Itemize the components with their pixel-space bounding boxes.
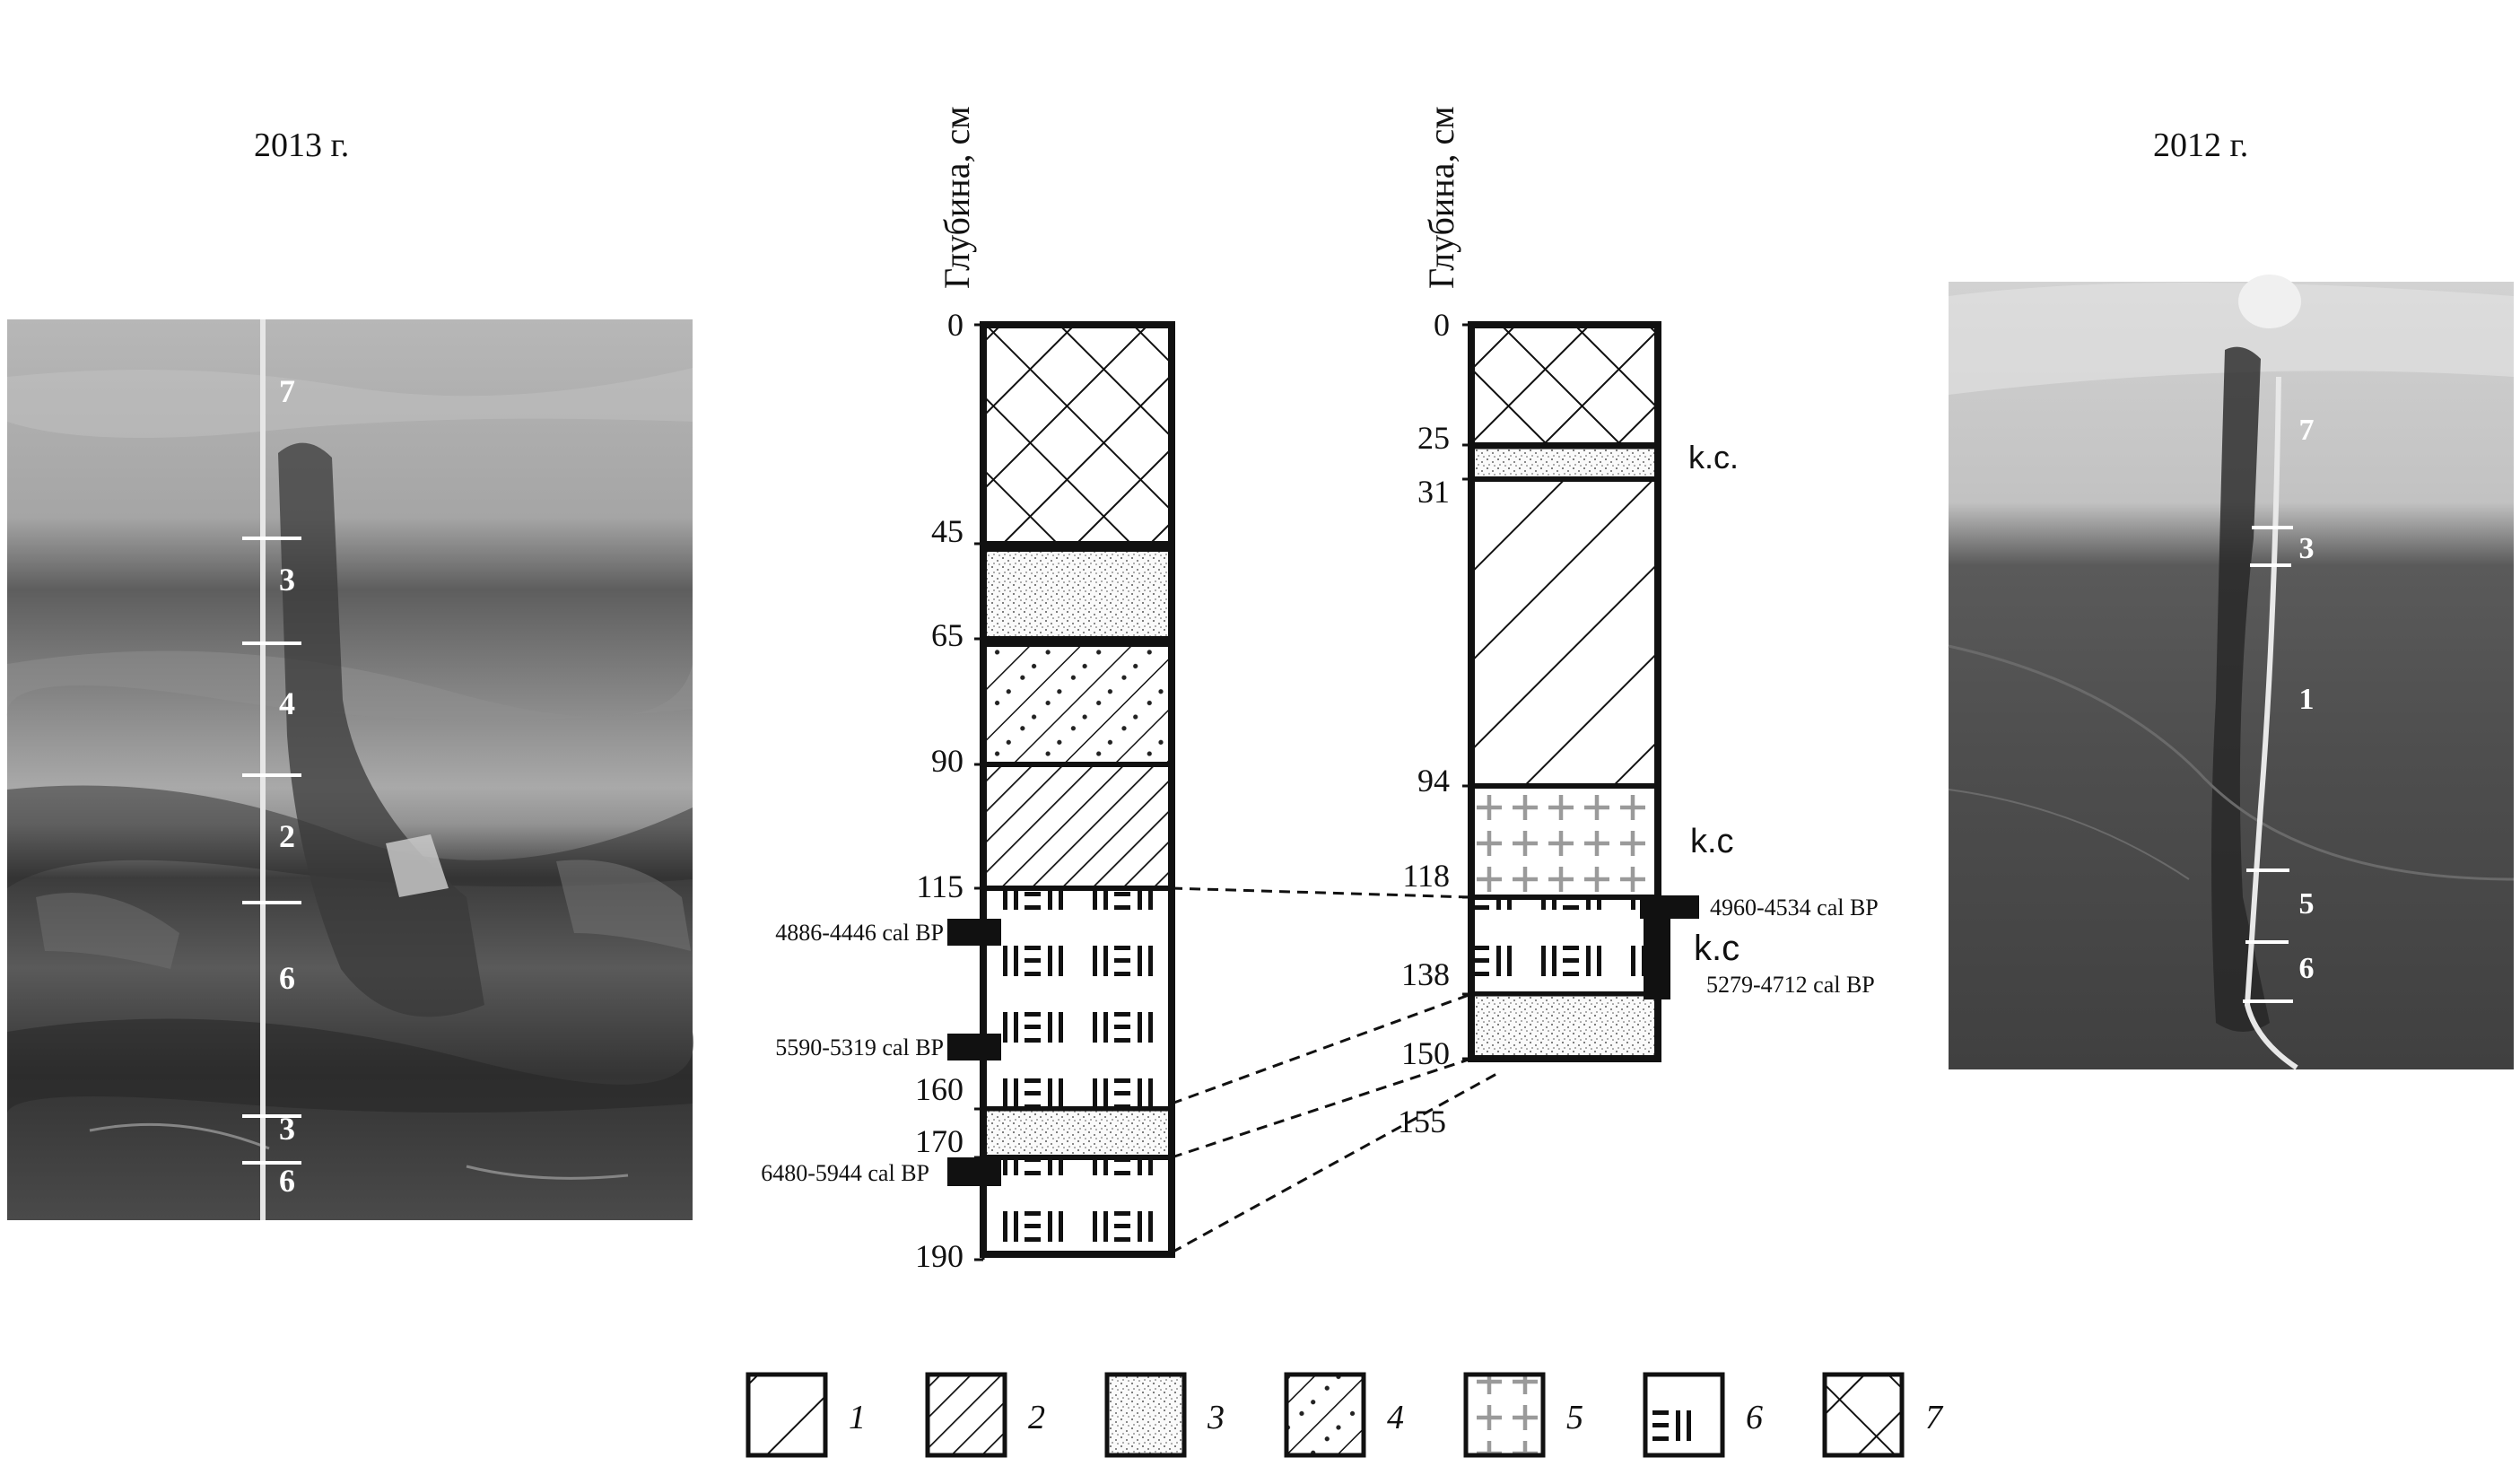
- right-photo-year: 2012 г.: [2153, 127, 2249, 164]
- right-side-label: k.c.: [1688, 439, 1739, 476]
- right-depth-label: 0: [1434, 307, 1450, 343]
- legend-number: 7: [1925, 1399, 1944, 1436]
- legend-number: 5: [1566, 1399, 1583, 1436]
- left-photo-year: 2013 г.: [254, 127, 350, 164]
- right-photo-layer-label: 5: [2299, 887, 2315, 921]
- right-depth-axis: [1462, 323, 1473, 1060]
- right-soil-photo: [1948, 275, 2515, 1070]
- legend-swatch: [746, 1372, 828, 1458]
- left-radiocarbon-date: 6480-5944 cal BP: [761, 1160, 929, 1186]
- right-photo-layer-labels: 7 3 1 5 6: [2299, 414, 2315, 985]
- right-date-labels: 4960-4534 cal BP 5279-4712 cal BP: [1706, 895, 1879, 998]
- left-radiocarbon-date: 5590-5319 cal BP: [775, 1034, 944, 1060]
- right-depth-label: 150: [1401, 1035, 1450, 1071]
- left-photo-scale: [242, 537, 301, 1165]
- legend-number: 3: [1207, 1399, 1225, 1436]
- legend-swatch: [1822, 1372, 1905, 1458]
- legend-swatch: [1643, 1372, 1725, 1458]
- left-photo-layer-labels: 7 3 4 2 6 3 6: [279, 373, 295, 1199]
- left-depth-label: 0: [947, 307, 964, 343]
- left-depth-labels: 0 45 65 90 115 160 170 190: [915, 307, 964, 1274]
- left-depth-label: 90: [931, 743, 964, 779]
- right-photo-layer-label: 7: [2299, 414, 2315, 447]
- right-photo-layer-label: 1: [2299, 683, 2315, 716]
- left-photo-layer-label: 6: [279, 960, 295, 996]
- legend-swatch: [925, 1372, 1007, 1458]
- left-depth-label: 160: [915, 1071, 964, 1107]
- right-side-label: k.c: [1690, 823, 1734, 860]
- left-photo-layer-label: 3: [279, 562, 295, 598]
- right-radiocarbon-date: 4960-4534 cal BP: [1710, 895, 1879, 921]
- legend-swatch: [1104, 1372, 1187, 1458]
- left-depth-label: 190: [915, 1238, 964, 1274]
- right-side-label: k.c: [1694, 929, 1740, 968]
- left-photo-layer-label: 6: [279, 1163, 295, 1199]
- right-depth-label: 94: [1417, 763, 1450, 799]
- right-column-layers: [1468, 321, 1661, 1062]
- left-photo-layer-label: 2: [279, 818, 295, 854]
- left-radiocarbon-date: 4886-4446 cal BP: [775, 920, 944, 946]
- right-photo-scale: [2243, 526, 2293, 1003]
- legend: 1 2 3 4 5 6 7: [746, 1372, 1944, 1458]
- legend-number: 2: [1028, 1399, 1045, 1436]
- correlation-lines: [1171, 886, 1499, 1254]
- left-photo-layer-label: 7: [279, 373, 295, 409]
- legend-number: 4: [1387, 1399, 1404, 1436]
- left-depth-axis: [974, 323, 985, 1261]
- right-date-markers: [1640, 895, 1699, 999]
- legend-swatch: [1284, 1372, 1366, 1458]
- right-photo-layer-label: 6: [2299, 952, 2315, 985]
- right-axis-title: Глубина, см: [1421, 106, 1461, 289]
- right-depth-label: 25: [1417, 420, 1450, 456]
- right-depth-labels: 0 25 31 94 118 138 150 155: [1398, 307, 1450, 1139]
- right-depth-label: 138: [1401, 956, 1450, 992]
- legend-number: 6: [1746, 1399, 1763, 1436]
- legend-swatch: [1463, 1372, 1546, 1458]
- left-photo-layer-label: 3: [279, 1111, 295, 1147]
- right-side-labels: k.c. k.c k.c: [1688, 439, 1740, 968]
- left-date-labels: 4886-4446 cal BP 5590-5319 cal BP 6480-594…: [761, 920, 944, 1186]
- legend-number: 1: [849, 1399, 866, 1436]
- left-column-layers: [980, 321, 1175, 1258]
- left-date-markers: [947, 919, 1001, 1186]
- left-depth-label: 45: [931, 513, 964, 549]
- right-photo-layer-label: 3: [2299, 532, 2315, 565]
- left-soil-photo: [6, 319, 694, 1220]
- left-photo-layer-label: 4: [279, 685, 295, 721]
- right-depth-label: 118: [1402, 858, 1450, 894]
- left-depth-label: 170: [915, 1123, 964, 1159]
- left-depth-label: 115: [916, 868, 964, 904]
- right-depth-label: 31: [1417, 474, 1450, 510]
- left-axis-title: Глубина, см: [937, 106, 977, 289]
- left-depth-label: 65: [931, 617, 964, 653]
- right-depth-label: 155: [1398, 1104, 1446, 1139]
- right-radiocarbon-date: 5279-4712 cal BP: [1706, 972, 1875, 998]
